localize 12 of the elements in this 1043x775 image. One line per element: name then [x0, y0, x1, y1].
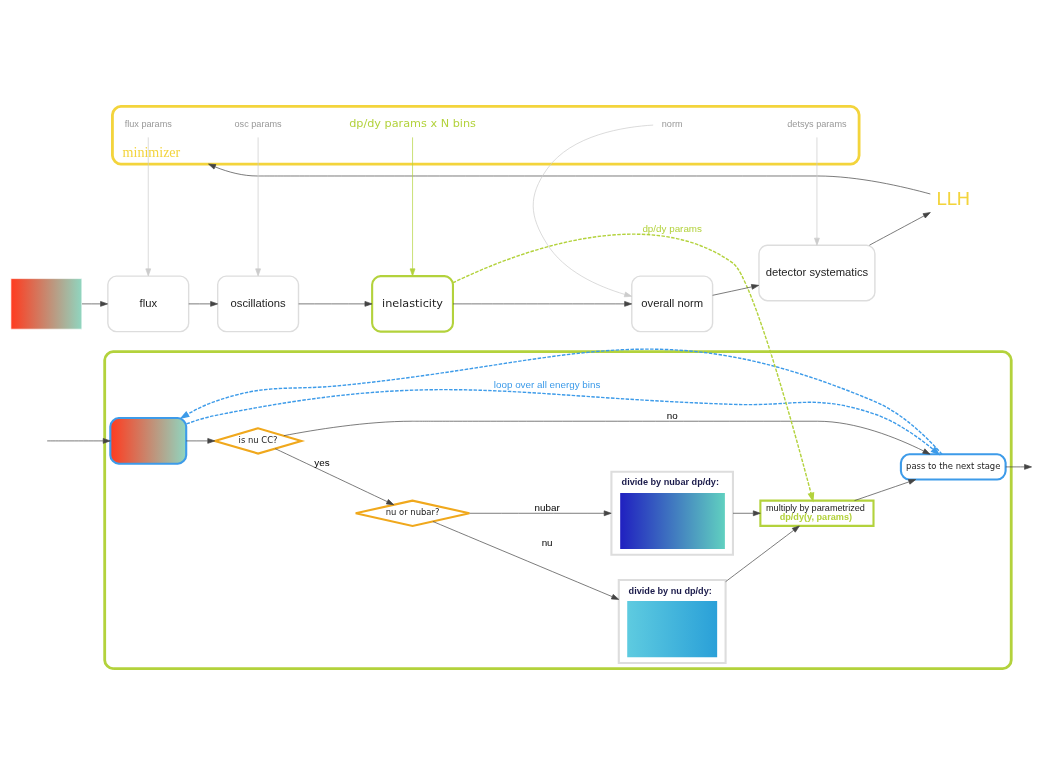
edge-label: dp/dy params — [642, 222, 702, 234]
node-text: LLH — [936, 188, 971, 210]
edge-label: nubar — [534, 501, 560, 513]
node-text: norm — [661, 119, 683, 130]
node-text: osc params — [234, 119, 282, 130]
edge-label: no — [666, 409, 678, 421]
edge-label: nu — [541, 536, 553, 548]
node-text: flux params — [124, 119, 172, 130]
edge-label: yes — [314, 457, 330, 469]
node-text: dp/dy params x N bins — [349, 117, 476, 131]
edge-label: loop over all energy bins — [493, 379, 601, 391]
node-text: detsys params — [787, 119, 847, 130]
